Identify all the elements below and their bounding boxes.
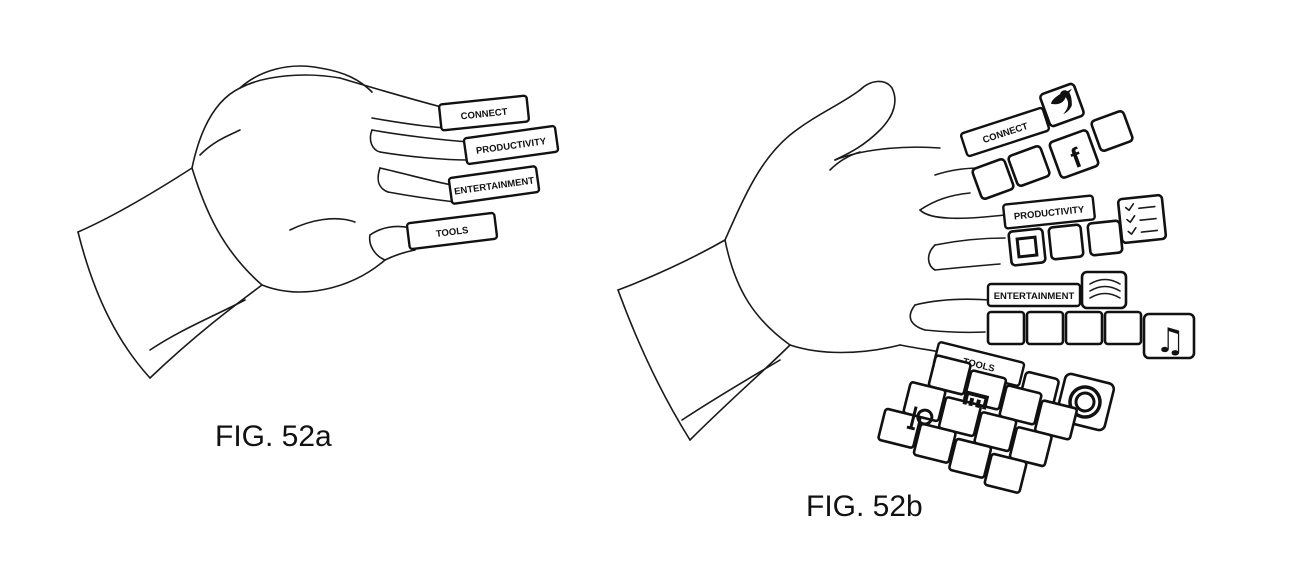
label-productivity-52b: PRODUCTIVITY	[1002, 194, 1096, 230]
audio-waves-icon	[1089, 278, 1121, 299]
entertainment-tiles: ♫	[986, 270, 1196, 361]
productivity-tiles	[1007, 193, 1168, 267]
label-entertainment-52b: ENTERTAINMENT	[986, 282, 1082, 308]
music-note-icon: ♫	[1155, 321, 1185, 361]
connect-tiles: f	[971, 82, 1134, 201]
square-icon	[1015, 235, 1039, 259]
tools-tiles	[877, 354, 1116, 494]
figure-caption-52b: FIG. 52b	[806, 490, 923, 523]
tools-label: TOOLS	[435, 225, 469, 240]
connect-label: CONNECT	[460, 107, 508, 123]
label-connect-52a: CONNECT	[437, 94, 531, 132]
label-entertainment-52a: ENTERTAINMENT	[447, 165, 541, 205]
checklist-icon	[1124, 203, 1159, 235]
label-tools-52a: TOOLS	[405, 211, 499, 251]
target-icon	[1068, 385, 1102, 419]
tools-m-icon	[962, 390, 990, 410]
label-productivity-52a: PRODUCTIVITY	[462, 124, 560, 166]
thermometer-icon	[906, 406, 934, 431]
twitter-icon	[1050, 88, 1072, 115]
hand-52b	[617, 80, 1006, 441]
hand-52a	[77, 65, 471, 379]
entertainment-label: ENTERTAINMENT	[994, 291, 1075, 302]
figure-caption-52a: FIG. 52a	[215, 420, 332, 453]
